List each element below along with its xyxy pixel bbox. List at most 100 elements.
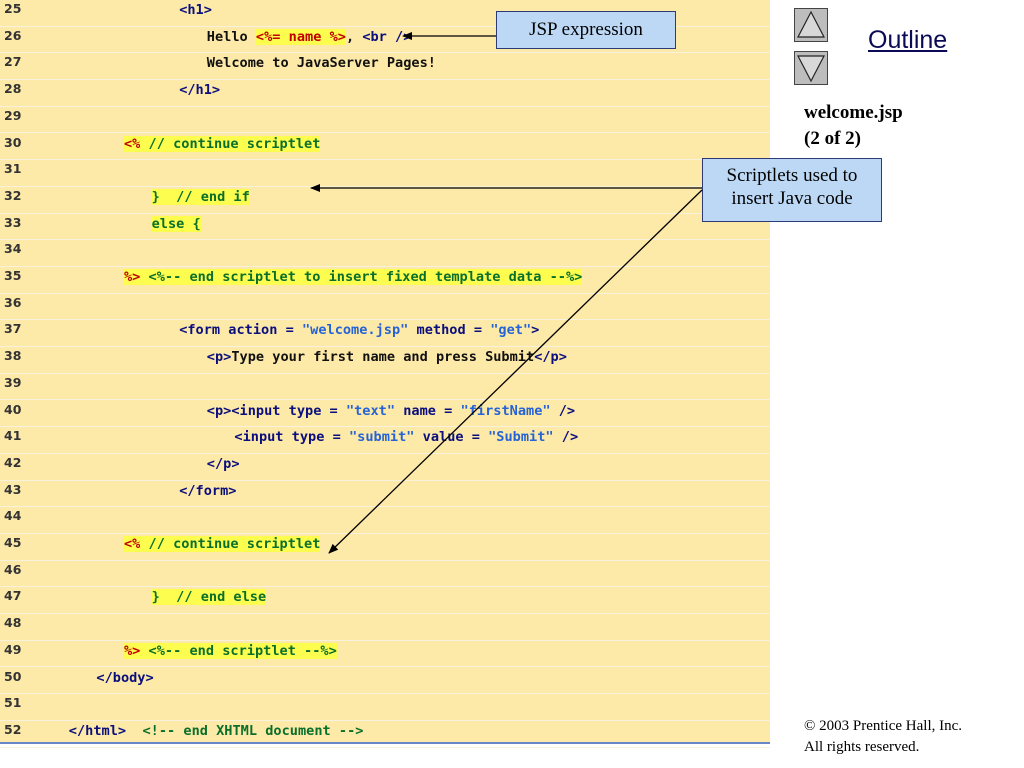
code-text: </body> xyxy=(96,669,153,687)
code-token: <% xyxy=(124,135,141,152)
line-number: 51 xyxy=(4,695,22,711)
code-token: Welcome to JavaServer Pages! xyxy=(206,55,436,72)
code-line: 48 xyxy=(0,614,770,641)
line-number: 29 xyxy=(4,107,22,123)
code-text: </p> xyxy=(207,455,240,473)
code-token: </html> xyxy=(68,722,127,739)
code-token: <% xyxy=(124,536,141,552)
code-token: <%= name %> xyxy=(255,28,346,45)
outline-link[interactable]: Outline xyxy=(868,26,948,54)
code-text: } // end else xyxy=(151,588,267,606)
code-text: } // end if xyxy=(151,188,250,206)
code-token: "Submit" xyxy=(488,429,554,446)
code-text: %> <%-- end scriptlet --%> xyxy=(124,642,337,660)
code-token: method = xyxy=(408,322,491,339)
code-token: "text" xyxy=(345,402,396,419)
line-number: 43 xyxy=(4,481,22,497)
code-line: 32 } // end if xyxy=(0,187,770,214)
line-number: 47 xyxy=(4,588,22,604)
code-token: value = xyxy=(414,429,489,446)
copyright-line2: All rights reserved. xyxy=(804,739,920,755)
triangle-down-icon xyxy=(797,55,825,83)
code-line: 37 <form action = "welcome.jsp" method = … xyxy=(0,320,770,348)
code-line: 25 <h1> xyxy=(0,0,770,27)
code-text: Hello <%= name %>, <br /> xyxy=(206,28,411,46)
line-number: 41 xyxy=(4,428,22,444)
code-text: Welcome to JavaServer Pages! xyxy=(207,54,436,72)
code-token: /> xyxy=(553,429,579,446)
code-token: <p> xyxy=(206,349,232,366)
code-token: /> xyxy=(550,402,576,419)
line-number: 34 xyxy=(4,241,22,257)
code-line: 28 </h1> xyxy=(0,80,770,107)
code-token: } // end else xyxy=(151,589,267,606)
code-line: 45<% // continue scriptlet xyxy=(0,534,770,561)
code-text: <h1> xyxy=(179,1,212,19)
code-line: 30<% // continue scriptlet xyxy=(0,134,770,161)
code-text: <form action = "welcome.jsp" method = "g… xyxy=(179,321,539,339)
line-number: 45 xyxy=(4,535,22,550)
code-line: 50 </body> xyxy=(0,668,770,695)
code-line: 46 xyxy=(0,561,770,588)
line-number: 50 xyxy=(4,668,22,684)
line-number: 40 xyxy=(4,401,22,417)
line-number: 35 xyxy=(4,268,22,283)
code-text: %> <%-- end scriptlet to insert fixed te… xyxy=(124,268,583,286)
code-text: <input type = "submit" value = "Submit" … xyxy=(234,428,578,446)
code-token: <input type = xyxy=(234,429,349,446)
code-token: } // end if xyxy=(151,188,250,205)
code-text: </form> xyxy=(179,482,236,500)
triangle-up-icon xyxy=(797,10,825,38)
code-token: <%-- end scriptlet to insert fixed templ… xyxy=(140,269,583,285)
file-name-label: welcome.jsp xyxy=(804,102,903,123)
code-token: , xyxy=(345,28,363,45)
code-token: else { xyxy=(151,215,201,232)
line-number: 49 xyxy=(4,641,22,657)
callout-jsp-expression-text: JSP expression xyxy=(529,19,643,40)
code-text: <p><input type = "text" name = "firstNam… xyxy=(207,402,575,420)
callout-scriptlets-line1: Scriptlets used to xyxy=(726,165,858,186)
code-token: %> xyxy=(124,269,141,285)
line-number: 46 xyxy=(4,561,22,577)
code-bottom-rule xyxy=(0,742,770,744)
code-text: <% // continue scriptlet xyxy=(124,135,321,153)
line-number: 32 xyxy=(4,187,22,203)
line-number: 38 xyxy=(4,348,22,364)
code-line: 39 xyxy=(0,374,770,401)
nav-up-button[interactable] xyxy=(794,8,828,42)
code-token: "welcome.jsp" xyxy=(301,322,409,339)
code-token: <%-- end scriptlet --%> xyxy=(140,642,337,659)
line-number: 44 xyxy=(4,508,22,524)
code-line: 49 %> <%-- end scriptlet --%> xyxy=(0,641,770,668)
line-number: 37 xyxy=(4,321,22,337)
line-number: 25 xyxy=(4,1,22,16)
code-token: Hello xyxy=(206,28,256,45)
code-line: 43 </form> xyxy=(0,481,770,508)
code-line: 36 xyxy=(0,294,770,321)
nav-down-button[interactable] xyxy=(794,51,828,85)
callout-jsp-expression: JSP expression xyxy=(496,11,676,49)
code-line: 51 xyxy=(0,694,770,721)
code-token: Type your first name and press Submit xyxy=(231,349,535,366)
callout-scriptlets-line2: insert Java code xyxy=(731,188,853,209)
code-line: 31 xyxy=(0,160,770,187)
code-token: <form action = xyxy=(179,322,302,339)
code-line: 42</p> xyxy=(0,454,770,481)
code-text: </h1> xyxy=(179,81,220,99)
code-line: 26 Hello <%= name %>, <br /> xyxy=(0,27,770,54)
page-info-label: (2 of 2) xyxy=(804,128,861,149)
code-token: %> xyxy=(124,642,141,659)
code-line: 29 xyxy=(0,107,770,134)
line-number: 28 xyxy=(4,81,22,97)
code-token: "get" xyxy=(490,322,532,339)
code-line: 35 %> <%-- end scriptlet to insert fixed … xyxy=(0,267,770,294)
code-line: 44 xyxy=(0,507,770,534)
line-number: 26 xyxy=(4,27,22,43)
line-number: 36 xyxy=(4,294,22,310)
line-number: 48 xyxy=(4,615,22,631)
code-line: 40 <p><input type = "text" name = "firstN… xyxy=(0,401,770,428)
code-token: name = xyxy=(395,402,461,419)
